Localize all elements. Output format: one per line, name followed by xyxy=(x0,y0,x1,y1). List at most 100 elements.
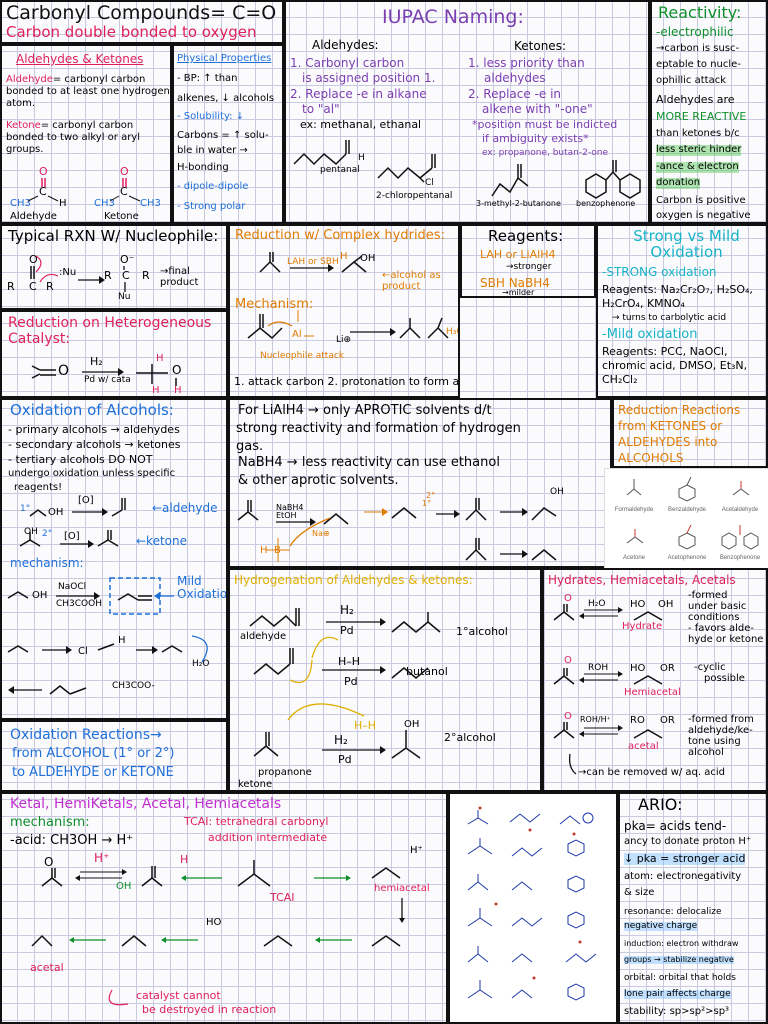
hydrate-ho-label: HO xyxy=(630,599,646,610)
hemiacetal-label: hemiacetal xyxy=(374,883,430,894)
physical-line: - Solubility: ↓ xyxy=(177,111,245,122)
ario-box: ARIO: pka= acids tend- ancy to donate pr… xyxy=(618,792,768,1024)
hemi-ho-label: HO xyxy=(630,663,646,674)
mech-h2o-label: H₂O xyxy=(192,659,210,669)
iupac-ket-line: 2. Replace -e in xyxy=(468,87,562,101)
section-heading: Physical Properties xyxy=(177,53,272,64)
removed-note: →can be removed w/ aq. acid xyxy=(578,767,726,778)
note-line: tone using xyxy=(688,736,741,747)
oxidation-line: reagents! xyxy=(14,482,63,493)
rxn-r-left: R xyxy=(7,280,15,293)
hemi-or-label: OR xyxy=(660,663,675,674)
strong-turns: → turns to carbolytic acid xyxy=(612,313,727,323)
ketal-ho-label: HO xyxy=(206,917,222,928)
ketone-ch3-right-label: CH3 xyxy=(140,198,161,209)
mild-label: -Mild oxidation xyxy=(602,327,698,342)
oxidation-reactions-line: to ALDEHYDE or KETONE xyxy=(12,765,174,780)
rxn-product-c: C xyxy=(122,269,130,282)
deg2-label: 2° xyxy=(426,491,436,500)
reactivity-line: -electrophilic xyxy=(656,25,734,39)
section-heading: Typical RXN W/ Nucleophile: xyxy=(8,227,219,245)
physical-line: ble in water → xyxy=(177,145,248,156)
reagent-stronger: →stronger xyxy=(506,262,552,272)
physical-line: - BP: ↑ than xyxy=(177,73,238,84)
header-box: Carbonyl Compounds= C=O Carbon double bo… xyxy=(0,0,284,44)
physical-line: alkenes, ↓ alcohols xyxy=(177,93,275,104)
butanol-label: butanol xyxy=(406,665,448,678)
hydrate-label: Hydrate xyxy=(622,621,663,632)
deg1-label: 1° xyxy=(20,504,31,514)
hydrogenation-box: Hydrogenation of Aldehydes & ketones: al… xyxy=(228,568,542,792)
deg2-label: 2° xyxy=(42,529,53,539)
iupac-ket-line: if ambiguity exists* xyxy=(482,132,589,145)
rxn-product-nu: Nu xyxy=(118,292,131,302)
ketone-def-text: = carbonyl carbon bonded to two alkyl or… xyxy=(6,120,141,155)
physical-properties-box: Physical Properties - BP: ↑ than alkenes… xyxy=(172,44,284,224)
acetal-note: -formed from aldehyde/ke- tone using alc… xyxy=(688,714,766,758)
hetero-reduction-drawing xyxy=(31,364,177,386)
hydrates-drawing xyxy=(553,604,663,775)
ario-line: stability: sp>sp²>sp³ xyxy=(624,1006,730,1017)
hydride-h-label: H xyxy=(340,251,348,262)
heterogeneous-reduction-box: Reduction on Heterogeneous Catalyst: H₂ … xyxy=(0,310,228,398)
reactivity-line: Carbon is positive xyxy=(656,195,746,206)
reagent-sbh: SBH NaBH4 xyxy=(480,276,550,290)
catalyst-note: catalyst cannot xyxy=(136,989,221,1002)
chloro-cl-label: Cl xyxy=(425,178,434,188)
section-heading: Ketal, HemiKetals, Acetal, Hemiacetals xyxy=(10,796,282,812)
hetero-o-left: O xyxy=(58,363,70,379)
propanone-label: propanone xyxy=(258,767,312,778)
ario-line: orbital: orbital that holds xyxy=(624,973,736,983)
aldehyde-arrow-label: ←aldehyde xyxy=(152,501,218,515)
ketone-ch3-left-label: CH3 xyxy=(94,198,115,209)
deg1-label: 1° xyxy=(422,499,432,508)
lialh4-line: strong reactivity and formation of hydro… xyxy=(236,421,521,436)
oxidation-line: - primary alcohols → aldehydes xyxy=(8,423,180,436)
ario-line: ↓ pka = stronger acid xyxy=(624,852,746,865)
section-heading: Reduction on Heterogeneous Catalyst: xyxy=(8,315,212,347)
note-line: alcohol xyxy=(688,747,724,758)
acetal-or-label: OR xyxy=(660,715,675,726)
reagents-box: Reagents: LAH or LiAlH4 →stronger SBH Na… xyxy=(460,224,596,298)
section-heading: Reagents: xyxy=(488,227,564,245)
reduction-hydrides-box: Reduction w/ Complex hydrides: LAH or SB… xyxy=(228,224,460,398)
gallery-caption: Benzaldehyde xyxy=(667,507,707,513)
ketone-definition: Ketone= carbonyl carbon bonded to two al… xyxy=(6,120,170,156)
physical-line: - dipole-dipole xyxy=(177,181,249,192)
primary-oh-label: OH xyxy=(48,507,64,518)
gallery-caption: Benzophenone xyxy=(719,555,761,561)
lah-or-sbh-label: LAH or SBH xyxy=(287,257,339,267)
ch3cooh-label: CH3COOH xyxy=(56,599,102,609)
note-line: hyde or ketone xyxy=(688,634,764,645)
note-line: -formed xyxy=(688,590,728,601)
note-line: - favors alde- xyxy=(688,623,754,634)
nucleophile-attack-label: Nucleophile attack xyxy=(260,351,344,361)
mech-h-label: H xyxy=(118,635,126,646)
iupac-ald-line: to "al" xyxy=(302,102,340,116)
mild-oxidation-label: Mild Oxidation xyxy=(177,574,228,601)
ario-line: & size xyxy=(624,887,655,898)
note-line: conditions xyxy=(688,612,740,623)
h-label: H xyxy=(260,545,268,556)
hetero-h-top: H xyxy=(156,353,164,364)
ox-reagent-primary: [O] xyxy=(78,495,94,506)
reactivity-line: less steric hinder xyxy=(656,144,742,156)
reactivity-box: Reactivity: -electrophilic →carbon is su… xyxy=(650,0,768,224)
acetone-structure xyxy=(626,529,644,544)
section-heading: Hydrates, Hemiacetals, Acetals xyxy=(548,573,736,587)
aldehyde-definition: Aldehyde= carbonyl carbon bonded to at l… xyxy=(6,74,170,110)
reduction-line: Reduction Reactions xyxy=(618,403,741,417)
iupac-ket-line: *position must be indicted xyxy=(472,118,618,131)
aldehyde-caption: Aldehyde xyxy=(10,211,57,222)
oxidation-reactions-box: Oxidation Reactions→ from ALCOHOL (1° or… xyxy=(0,720,228,792)
mechanism-label: mechanism: xyxy=(10,556,84,570)
nabh4-mechanism-drawing xyxy=(237,498,557,562)
iupac-ket-line: alkene with "-one" xyxy=(482,102,593,116)
hydrate-o-label: O xyxy=(564,593,572,604)
rxn-product-r-left: R xyxy=(104,269,112,282)
rxn-c-label: C xyxy=(29,280,37,293)
typical-rxn-drawing xyxy=(30,255,126,292)
pd-label-2: Pd xyxy=(344,675,358,688)
note-line: -cyclic xyxy=(694,662,726,673)
section-heading: IUPAC Naming: xyxy=(382,6,524,28)
